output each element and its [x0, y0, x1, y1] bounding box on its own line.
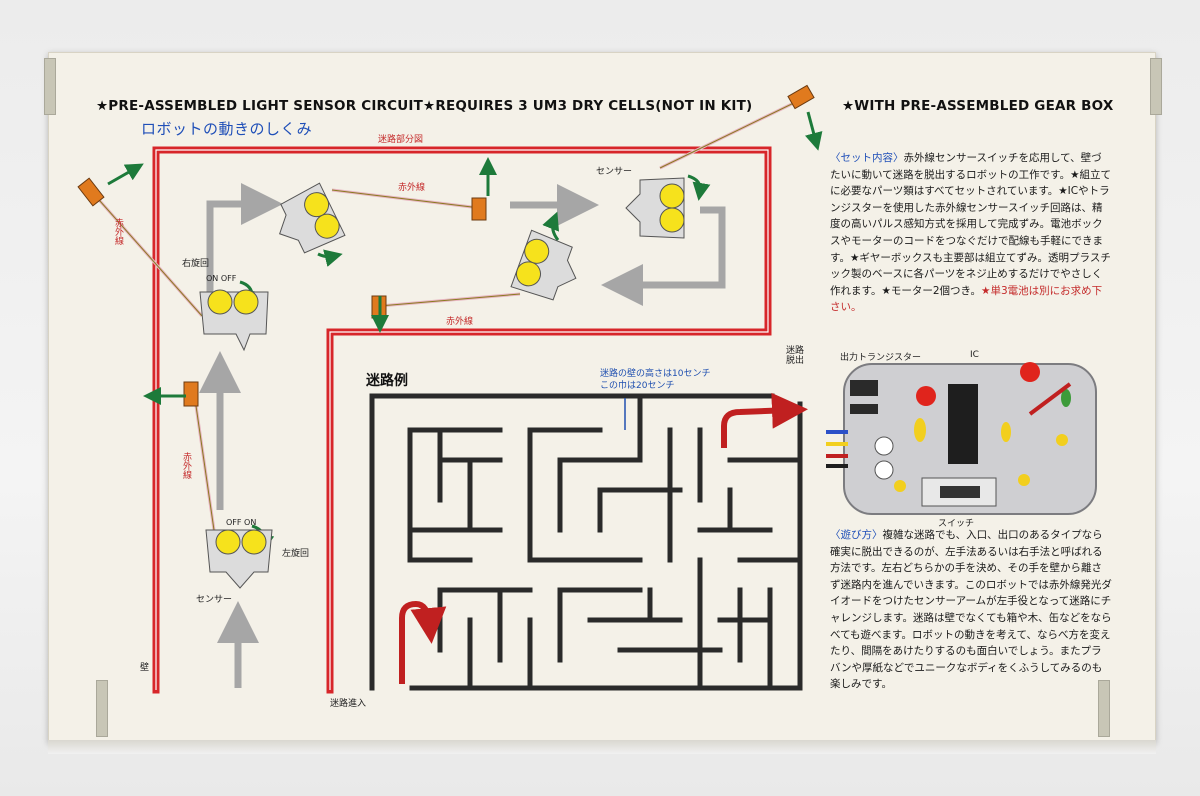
sensor-label-top: センサー: [596, 167, 633, 177]
sensor-boxes: [77, 84, 815, 407]
robot-top-right: [625, 177, 685, 239]
infrared-label-middle: 赤外線: [446, 317, 474, 327]
movement-arrows: [199, 183, 726, 688]
robot-left-turn: [205, 529, 273, 589]
right-turn-label: 右旋回: [182, 259, 210, 269]
box-corner-top-right: [1150, 58, 1162, 115]
maze-example: [369, 393, 803, 691]
maze-exit-label: 迷路脱出: [786, 346, 805, 366]
robot-middle: [510, 229, 577, 301]
infrared-label-lower: 赤外線: [181, 452, 191, 479]
wall-height-note: 迷路の壁の高さは10センチ: [600, 369, 711, 379]
maze-entry-label: 迷路進入: [330, 699, 367, 709]
header-left-text: ★PRE-ASSEMBLED LIGHT SENSOR CIRCUIT★REQU…: [96, 98, 753, 114]
maze-title: 迷路例: [366, 373, 408, 389]
how-to-play-tag: 〈遊び方〉: [830, 529, 883, 541]
switch-label: スイッチ: [938, 519, 975, 529]
circuit-board: [826, 362, 1097, 515]
switch-label-right-robot: ON OFF: [206, 274, 237, 283]
maze-path-arrows: [399, 392, 808, 684]
box-corner-bottom-left: [96, 680, 108, 737]
box-corner-bottom-right: [1098, 680, 1110, 737]
wall-section-label: 迷路部分図: [378, 135, 424, 145]
robot-right-turn: [199, 289, 269, 352]
infrared-label-top: 赤外線: [398, 183, 426, 193]
box-corner-top-left: [44, 58, 56, 115]
box-bottom-edge: [48, 740, 1156, 754]
robot-top-left: [279, 182, 346, 254]
wall-width-note: この巾は20センチ: [600, 381, 675, 391]
robots: [199, 177, 685, 589]
wall-label: 壁: [140, 663, 150, 673]
left-turn-label: 左旋回: [282, 549, 310, 559]
output-transistor-label: 出力トランジスター: [840, 353, 922, 363]
kit-contents-tag: 〈セット内容〉: [830, 152, 904, 164]
ic-label: IC: [970, 350, 979, 360]
how-to-play-body: 複雑な迷路でも、入口、出口のあるタイプなら確実に脱出できるのが、左手法あるいは右…: [830, 529, 1112, 691]
kit-contents-body: 赤外線センサースイッチを応用して、壁づたいに動いて迷路を脱出するロボットの工作で…: [830, 152, 1112, 297]
battery-note: ★単3電池は別にお求め下さい。: [830, 284, 1103, 314]
header-right-text: ★WITH PRE-ASSEMBLED GEAR BOX: [842, 98, 1114, 114]
mechanism-title: ロボットの動きのしくみ: [141, 120, 313, 138]
infrared-label-left: 赤外線: [113, 218, 123, 245]
sensor-label-bottom: センサー: [196, 595, 233, 605]
infrared-beams: [90, 98, 801, 531]
how-to-play-text: 〈遊び方〉複雑な迷路でも、入口、出口のあるタイプなら確実に脱出できるのが、左手法…: [830, 527, 1112, 693]
switch-label-left-robot: OFF ON: [226, 518, 257, 527]
kit-contents-text: 〈セット内容〉赤外線センサースイッチを応用して、壁づたいに動いて迷路を脱出するロ…: [830, 150, 1112, 316]
